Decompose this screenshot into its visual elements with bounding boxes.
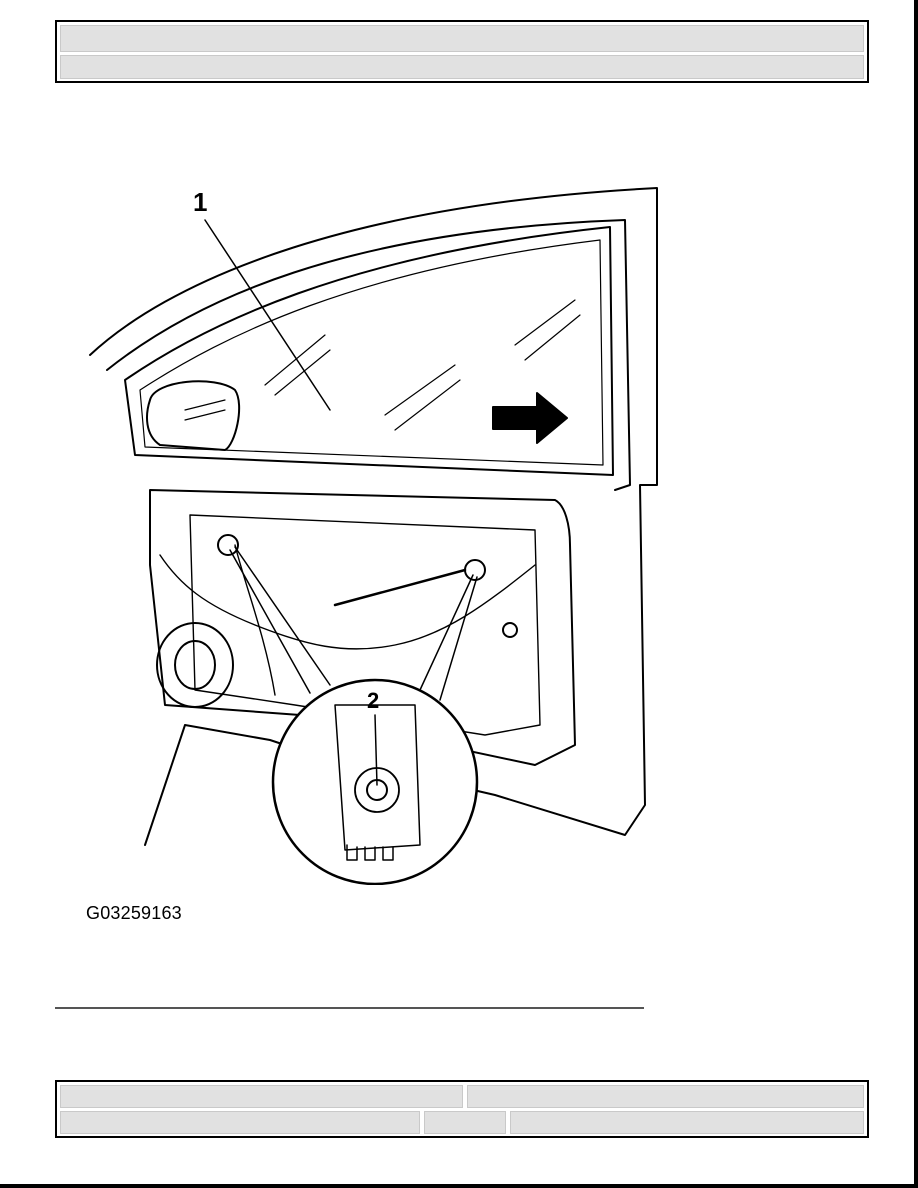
window-glass <box>124 226 614 476</box>
footer-cell-bottom-middle <box>424 1111 506 1134</box>
window-inner-edge <box>139 239 604 466</box>
callout-1-label: 1 <box>193 187 207 217</box>
header-title-cell <box>60 25 864 52</box>
bolt-lower-right <box>502 622 518 638</box>
detail-leader-right-a <box>419 574 474 691</box>
detail-magnifier-circle <box>271 678 479 885</box>
callout-2-label: 2 <box>367 688 379 713</box>
door-window-regulator-figure: 1 2 <box>85 185 660 885</box>
side-mirror <box>146 380 241 451</box>
door-inner-frame <box>106 219 631 491</box>
speaker-cone <box>174 640 216 690</box>
header-table <box>55 20 869 83</box>
detail-leader-right-b <box>439 576 478 701</box>
speaker <box>156 622 234 708</box>
glass-reflection-lines <box>184 299 581 431</box>
footer-cell-bottom-right <box>510 1111 864 1134</box>
callout-2-leader <box>374 714 378 786</box>
door-illustration: 1 2 <box>89 187 658 885</box>
bolt-upper-left <box>217 534 239 556</box>
footer-cell-top-right <box>467 1085 864 1108</box>
footer-cell-top-left <box>60 1085 463 1108</box>
header-subtitle-cell <box>60 55 864 79</box>
detail-bracket <box>334 704 421 851</box>
wiring-harness <box>159 554 536 650</box>
footer-cell-bottom-left <box>60 1111 420 1134</box>
direction-arrow <box>492 392 568 444</box>
detail-leader-left-a <box>229 549 311 694</box>
bolt-right <box>464 559 486 581</box>
section-separator <box>55 1007 644 1009</box>
door-inner-panel <box>149 489 576 766</box>
figure-id-label: G03259163 <box>86 903 182 923</box>
detail-leader-left-b <box>234 546 331 686</box>
door-outer-frame <box>89 187 658 846</box>
footer-table <box>55 1080 869 1138</box>
callout-1-leader <box>204 219 331 411</box>
